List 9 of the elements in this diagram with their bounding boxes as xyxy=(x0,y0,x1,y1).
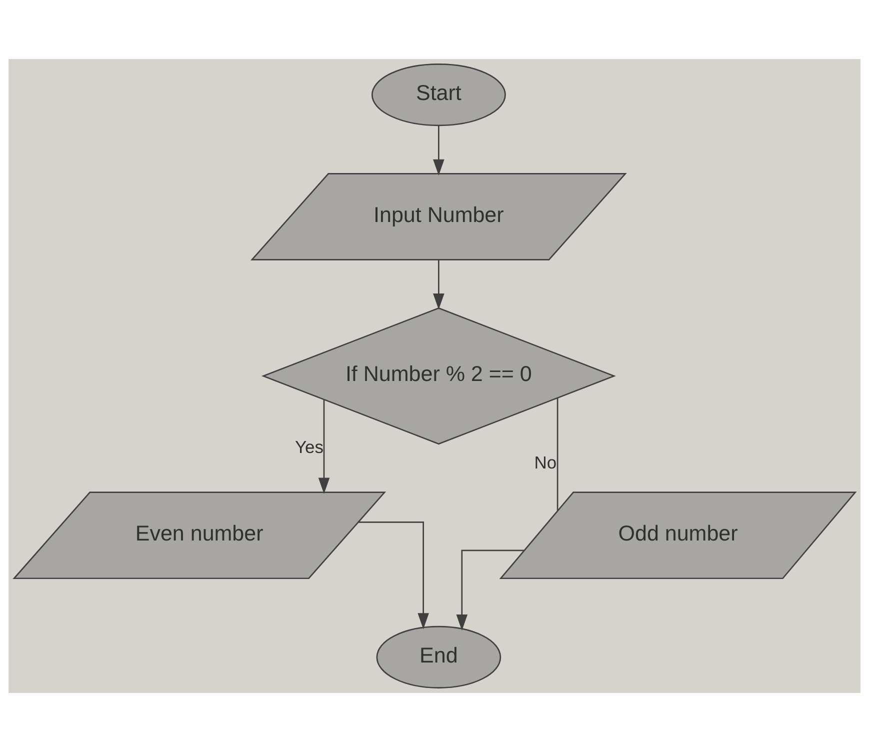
node-ellipse: Start xyxy=(371,63,506,126)
connector xyxy=(556,398,558,510)
node-ellipse: End xyxy=(376,625,502,688)
arrow xyxy=(358,521,429,629)
arrow xyxy=(433,125,444,176)
edge-label: No xyxy=(534,452,557,472)
arrow xyxy=(456,549,524,630)
arrow xyxy=(433,259,444,310)
arrow xyxy=(318,399,330,494)
